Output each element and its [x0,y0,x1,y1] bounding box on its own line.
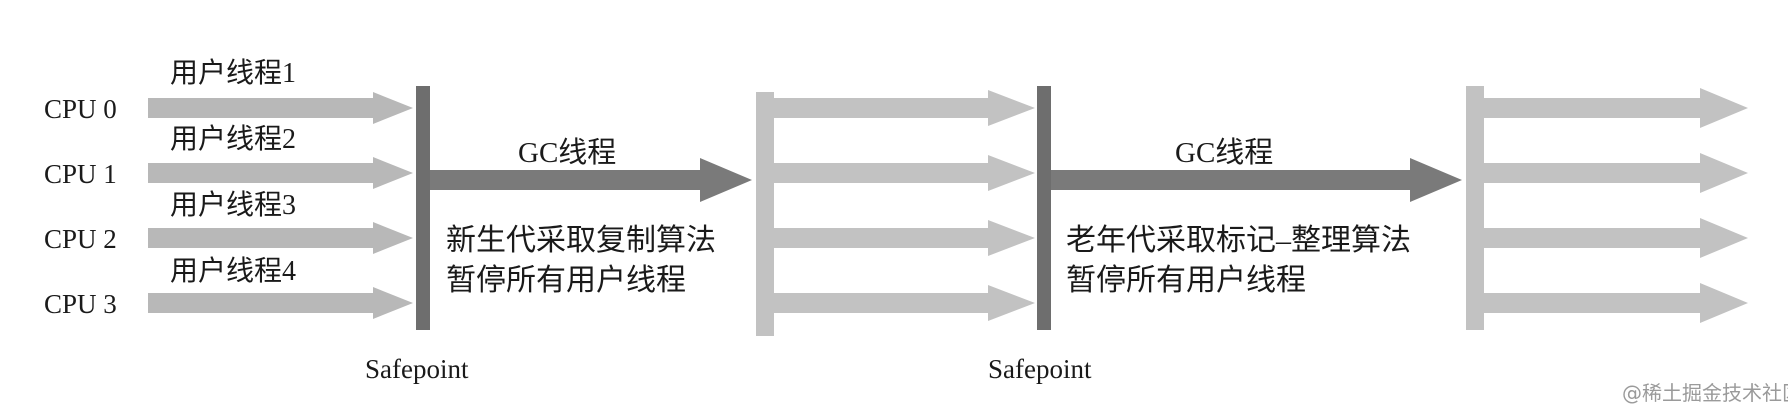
resume-arrow-right-cpu3 [1484,283,1748,323]
gc1-note-line1: 新生代采取复制算法 [446,224,716,257]
gc2-note-line1: 老年代采取标记–整理算法 [1066,224,1411,257]
thread-arrow-cpu3 [148,287,413,319]
gc-thread-label-2: GC线程 [1175,136,1273,169]
thread-label-1: 用户线程1 [170,57,296,89]
thread-label-2: 用户线程2 [170,123,296,155]
cpu-label-2: CPU 2 [44,224,117,254]
gc-arrow-1 [430,158,752,202]
user-thread-arrows-left [148,92,413,319]
cpu-label-1: CPU 1 [44,159,117,189]
resume-arrow-cpu2 [774,220,1035,256]
thread-arrow-cpu1 [148,157,413,189]
user-thread-arrows-middle [756,90,1035,336]
cpu-label-3: CPU 3 [44,289,117,319]
gc2-note-line2: 暂停所有用户线程 [1066,264,1306,297]
resume-arrow-cpu3 [774,285,1035,321]
safepoint-label-1: Safepoint [365,354,469,384]
thread-arrow-cpu2 [148,222,413,254]
watermark: @稀土掘金技术社区 [1622,381,1788,405]
thread-label-3: 用户线程3 [170,189,296,221]
safepoint-bar-1 [416,86,430,330]
resume-bar-2 [1466,86,1484,330]
thread-arrow-cpu0 [148,92,413,124]
resume-arrow-cpu1 [774,155,1035,191]
safepoint-label-2: Safepoint [988,354,1092,384]
thread-label-4: 用户线程4 [170,255,296,287]
resume-bar-1 [756,92,774,336]
gc-arrow-2 [1051,158,1462,202]
resume-arrow-cpu0 [774,90,1035,126]
resume-arrow-right-cpu2 [1484,218,1748,258]
safepoint-bar-2 [1037,86,1051,330]
gc-thread-label-1: GC线程 [518,136,616,169]
gc1-note-line2: 暂停所有用户线程 [446,264,686,297]
resume-arrow-right-cpu1 [1484,153,1748,193]
user-thread-arrows-right [1466,86,1748,330]
resume-arrow-right-cpu0 [1484,88,1748,128]
cpu-label-0: CPU 0 [44,94,117,124]
